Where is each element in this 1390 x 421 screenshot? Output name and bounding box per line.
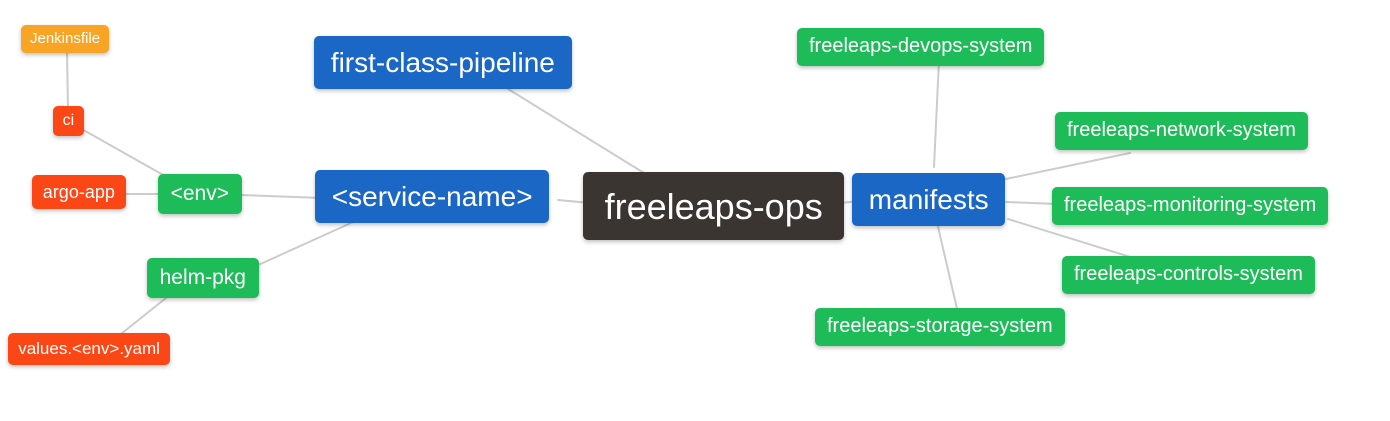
edge-service-name-helm-pkg <box>255 217 363 267</box>
edge-first-class-pipeline-freeleaps-ops <box>499 83 653 179</box>
node-ci[interactable]: ci <box>53 106 84 137</box>
edge-manifests-monitoring-system <box>1005 201 1059 205</box>
edge-manifests-network-system <box>1005 152 1131 180</box>
edge-env-service-name <box>239 194 323 199</box>
node-monitoring-system[interactable]: freeleaps-monitoring-system <box>1052 187 1329 225</box>
node-storage-system[interactable]: freeleaps-storage-system <box>815 308 1065 346</box>
edge-manifests-controls-system <box>1007 218 1141 261</box>
node-jenkinsfile[interactable]: Jenkinsfile <box>21 25 110 54</box>
node-argo-app[interactable]: argo-app <box>32 175 126 209</box>
node-controls-system[interactable]: freeleaps-controls-system <box>1062 256 1315 294</box>
node-helm-pkg[interactable]: helm-pkg <box>147 258 259 298</box>
node-devops-system[interactable]: freeleaps-devops-system <box>797 28 1045 66</box>
edge-jenkinsfile-ci <box>66 49 69 113</box>
node-manifests[interactable]: manifests <box>852 173 1006 226</box>
node-first-class-pipeline[interactable]: first-class-pipeline <box>314 36 572 89</box>
node-network-system[interactable]: freeleaps-network-system <box>1055 112 1308 150</box>
edge-manifests-storage-system <box>935 217 959 314</box>
edge-ci-env <box>79 127 173 181</box>
node-env[interactable]: <env> <box>158 174 242 214</box>
edge-manifests-devops-system <box>933 59 940 168</box>
node-values-env-yaml[interactable]: values.<env>.yaml <box>8 333 171 366</box>
node-service-name[interactable]: <service-name> <box>315 170 550 223</box>
node-freeleaps-ops[interactable]: freeleaps-ops <box>583 172 845 241</box>
